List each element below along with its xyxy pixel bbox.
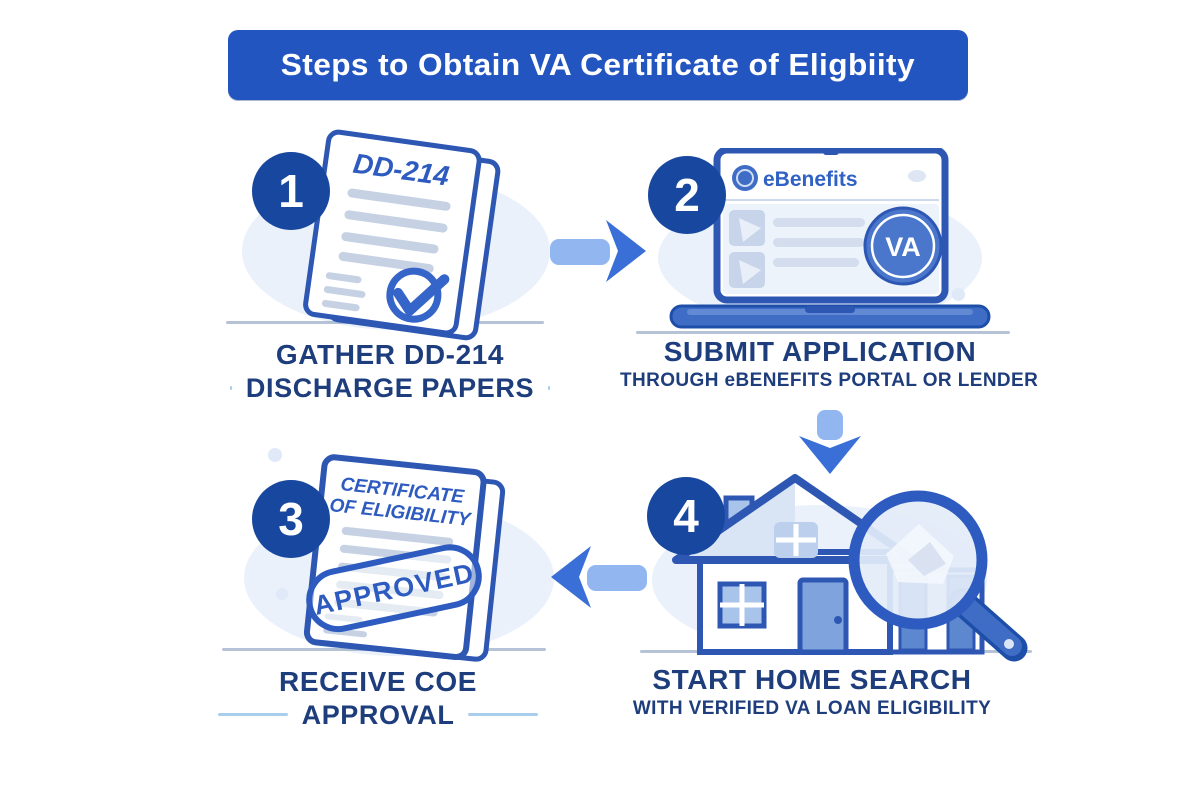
cloud-dot: [952, 288, 965, 301]
step-2-caption-line2: THROUGH eBENEFITS PORTAL OR LENDER: [620, 369, 1039, 391]
step-1-caption: GATHER DD-214 DISCHARGE PAPERS: [230, 338, 550, 404]
step-3-caption-line2: APPROVAL: [301, 699, 455, 730]
step-4-caption-line1: START HOME SEARCH: [652, 664, 972, 695]
check-icon: [386, 267, 450, 323]
ebenefits-header: eBenefits: [723, 165, 939, 201]
step-1-caption-line1: GATHER DD-214: [275, 339, 505, 370]
page-title: Steps to Obtain VA Certificate of Eligbi…: [280, 47, 916, 82]
caption-dash: [548, 385, 550, 390]
approved-stamp: APPROVED: [306, 544, 482, 633]
magnifier-icon: [848, 490, 1028, 662]
right-arrow-icon: [550, 220, 646, 282]
caption-dash: [218, 713, 288, 717]
step-2-caption-line1: SUBMIT APPLICATION: [663, 336, 977, 367]
step-3-number: 3: [278, 493, 304, 545]
screen-title-text: eBenefits: [763, 168, 858, 191]
step-2-badge: 2: [648, 156, 726, 234]
step-2-caption: SUBMIT APPLICATION THROUGH eBENEFITS POR…: [620, 335, 1039, 393]
step-1-number: 1: [278, 165, 304, 217]
ground-line: [636, 331, 1010, 334]
step-1-caption-line2: DISCHARGE PAPERS: [245, 372, 535, 403]
caption-dash: [468, 713, 538, 717]
step-4-caption-line2: WITH VERIFIED VA LOAN ELIGIBILITY: [632, 697, 992, 719]
laptop-base: [669, 304, 991, 329]
step-4-number: 4: [673, 490, 699, 542]
roof: [672, 474, 918, 564]
step-3-badge: 3: [252, 480, 330, 558]
down-arrow-icon: [799, 410, 861, 474]
window: [717, 581, 767, 629]
door: [797, 577, 849, 655]
step-4-caption: START HOME SEARCH WITH VERIFIED VA LOAN …: [602, 663, 1022, 721]
step-1-badge: 1: [252, 152, 330, 230]
step-3-caption: RECEIVE COE APPROVAL: [218, 665, 538, 731]
va-seal-text: VA: [885, 232, 921, 262]
house-search-icon: [672, 474, 1028, 662]
step-2-number: 2: [674, 169, 700, 221]
va-seal-icon: VA: [863, 206, 943, 286]
dd214-document-icon: DD-214: [303, 129, 501, 341]
cloud-dot: [268, 448, 282, 462]
ebenefits-logo-icon: [732, 165, 758, 191]
step-3-caption-line1: RECEIVE COE: [279, 666, 477, 697]
title-banner: Steps to Obtain VA Certificate of Eligbi…: [228, 30, 968, 100]
step-4-badge: 4: [647, 477, 725, 555]
left-arrow-icon: [551, 546, 647, 608]
caption-dash: [230, 385, 232, 390]
laptop-ebenefits-icon: eBenefits VA: [669, 148, 991, 329]
certificate-approved-icon: CERTIFICATE OF ELIGIBILITY APPROVED: [303, 454, 506, 662]
cloud-dot: [276, 588, 288, 600]
